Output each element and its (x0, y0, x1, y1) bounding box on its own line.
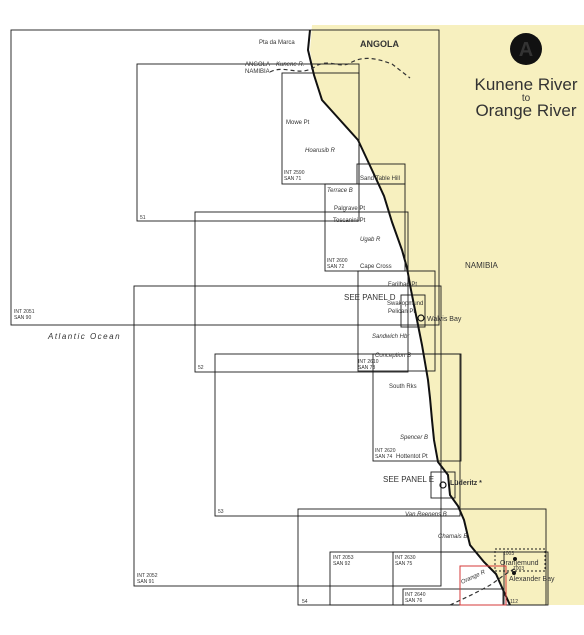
chart-label-54: 54 (302, 599, 308, 605)
chart-frame-int2052 (133, 285, 442, 587)
chart-label-san75: SAN 75 (395, 561, 412, 567)
walvis-bay-marker (417, 314, 425, 322)
oranjemund-marker (513, 557, 517, 561)
place-mowe: Mowe Pt (286, 120, 310, 126)
place-sandwich: Sandwich Hbr (372, 334, 410, 340)
chart-label-int2052: INT 2052 (137, 573, 158, 579)
chart-label-san91: SAN 91 (137, 579, 154, 585)
place-ugab: Ugab R (360, 237, 381, 243)
chart-frame-53 (214, 353, 461, 517)
chart-label-53: 53 (218, 509, 224, 515)
place-oranjemund: Oranjemund (500, 560, 539, 567)
border-label-kunene: Kunene R. (276, 62, 304, 68)
chart-frame-1003 (494, 548, 546, 572)
place-pelican: Pelican Pt (388, 309, 415, 315)
chart-label-int2053: INT 2053 (333, 555, 354, 561)
chart-label-int2590: INT 2590 (284, 170, 305, 176)
chart-label-112: 112 (510, 599, 518, 605)
place-van-reenens: Van Reenens B (405, 512, 447, 518)
place-cape-cross: Cape Cross (360, 264, 392, 270)
country-namibia: NAMIBIA (465, 261, 499, 270)
place-walvis: Walvis Bay (427, 316, 462, 323)
chart-frame-112 (459, 565, 507, 606)
place-palgrave: Palgrave Pt (334, 206, 365, 212)
place-chamais: Chamais B (438, 534, 467, 540)
chart-label-int2620: INT 2620 (375, 448, 396, 454)
place-pta-marca: Pta da Marca (259, 40, 295, 46)
chart-label-int2600: INT 2600 (327, 258, 348, 264)
title-line1: Kunene River (474, 75, 577, 94)
place-toscanini: Toscanini Pt (333, 218, 366, 224)
chart-frame-int2620 (372, 353, 462, 462)
chart-label-san73: SAN 73 (358, 365, 375, 371)
border-angola-namibia (269, 57, 411, 79)
country-angola: ANGOLA (360, 39, 399, 49)
border-label-namibia: NAMIBIA (245, 69, 270, 75)
place-conception: Conception B (375, 353, 411, 359)
title-badge-letter: A (519, 39, 533, 61)
place-alexander: Alexander Bay (509, 576, 555, 583)
title-line3: Orange River (475, 101, 576, 120)
place-terrace: Terrace B (327, 188, 353, 194)
place-sand-table: Sand Table Hill (360, 176, 400, 182)
chart-label-san71: SAN 71 (284, 176, 301, 182)
chart-frame-luderitz (430, 471, 456, 499)
place-farilhao: Farilhao Pt (388, 282, 417, 288)
place-hoarusib: Hoarusib R (305, 148, 336, 154)
border-label-angola: ANGOLA (245, 62, 270, 68)
chart-label-52: 52 (198, 365, 204, 371)
ocean-label: Atlantic Ocean (47, 332, 121, 341)
place-south-riks: South Rks (389, 384, 417, 390)
alexander-bay-marker (512, 571, 516, 575)
panel-e-label: SEE PANEL E (383, 475, 434, 484)
chart-label-int2610: INT 2610 (358, 359, 379, 365)
chart-label-int2051: INT 2051 (14, 309, 35, 315)
chart-label-1003b: 1003 (513, 566, 524, 572)
chart-label-san72: SAN 72 (327, 264, 344, 270)
coastline (306, 29, 511, 606)
chart-label-san76: SAN 76 (405, 598, 422, 604)
chart-label-san74: SAN 74 (375, 454, 392, 460)
chart-label-51: 51 (140, 215, 146, 221)
place-swakopmund: Swakopmund (387, 301, 423, 307)
chart-label-san90: SAN 90 (14, 315, 31, 321)
panel-d-label: SEE PANEL D (344, 293, 396, 302)
chart-frame-int2051 (10, 29, 440, 326)
chart-label-1003a: 1003 (503, 551, 514, 557)
luderitz-marker (439, 481, 447, 489)
chart-label-san92: SAN 92 (333, 561, 350, 567)
chart-label-int2630: INT 2630 (395, 555, 416, 561)
chart-frame-swakop (400, 294, 426, 328)
chart-label-int2640: INT 2640 (405, 592, 426, 598)
chart-frame-52 (194, 211, 409, 373)
place-spencer: Spencer B (400, 435, 428, 441)
chart-frame-panel-d (357, 270, 436, 372)
place-hottentot: Hottentot Pt (396, 454, 428, 460)
place-luderitz: Lüderitz * (450, 480, 482, 487)
title-badge (510, 33, 542, 65)
chart-frame-int2640 (402, 588, 504, 606)
chart-frame-int2590 (281, 72, 360, 185)
land-area (310, 25, 584, 605)
title-line2: to (522, 93, 531, 104)
